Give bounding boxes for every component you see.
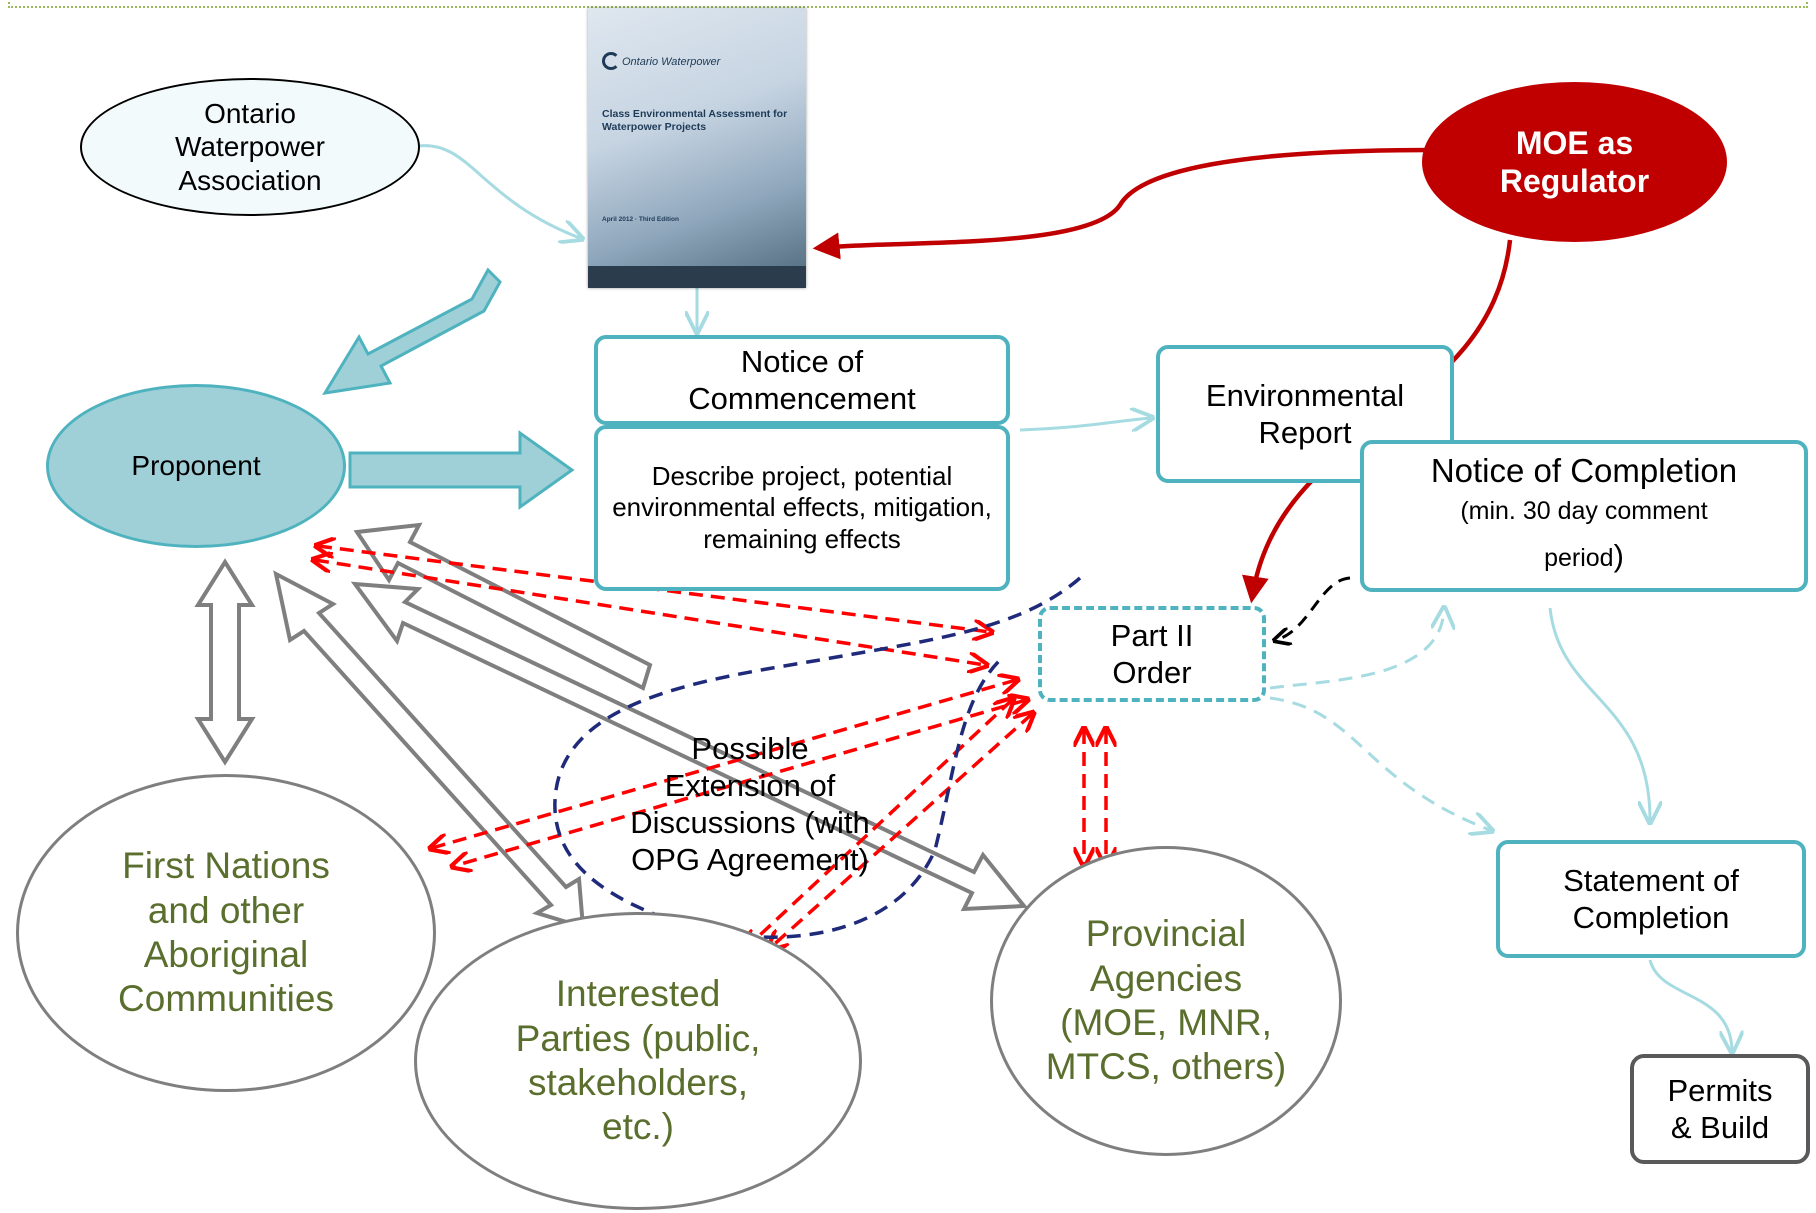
node-notice-of-commencement: Notice of Commencement <box>594 335 1010 425</box>
top-dotted-border <box>8 0 1808 8</box>
node-describe-project: Describe project, potential environmenta… <box>594 425 1010 591</box>
node-permits-build: Permits & Build <box>1630 1054 1810 1164</box>
link-owa-to-book <box>417 144 580 238</box>
cover-title: Class Environmental Assessment for Water… <box>602 108 788 134</box>
arrow-proponent-first-nations <box>194 558 256 766</box>
node-first-nations: First Nations and other Aboriginal Commu… <box>16 774 436 1092</box>
dash-part-ii-interested-b <box>770 714 1032 948</box>
link-completion-to-statement <box>1548 607 1650 820</box>
extension-dashed-outline <box>553 576 1082 939</box>
link-order-to-completion <box>1269 610 1444 690</box>
comment-period-text: (min. 30 day comment period <box>1460 497 1708 572</box>
cover-edition: April 2012 · Third Edition <box>602 216 679 223</box>
completion-to-part-ii <box>1276 576 1351 640</box>
closing-paren: ) <box>1613 538 1624 573</box>
red-dashed-arrows <box>315 546 1106 948</box>
notice-of-completion-note: (min. 30 day comment period) <box>1364 491 1804 581</box>
arrow-guide-to-proponent <box>322 267 502 395</box>
node-moe-regulator: MOE as Regulator <box>1422 82 1727 242</box>
class-ea-guide-cover: Ontario Waterpower Class Environmental A… <box>588 8 806 288</box>
arrow-proponent-to-notice <box>348 430 575 510</box>
node-possible-extension: Possible Extension of Discussions (with … <box>630 730 870 878</box>
notice-of-completion-title: Notice of Completion <box>1430 452 1738 490</box>
node-interested-parties: Interested Parties (public, stakeholders… <box>414 912 862 1210</box>
cover-logo-text: Ontario Waterpower <box>622 56 721 68</box>
node-ontario-waterpower-association: Ontario Waterpower Association <box>80 78 420 216</box>
regulator-to-guide <box>812 147 1431 260</box>
node-proponent: Proponent <box>46 384 346 548</box>
node-part-ii-order: Part II Order <box>1038 606 1266 702</box>
link-statement-to-permits <box>1648 959 1732 1050</box>
node-notice-of-completion: Notice of Completion (min. 30 day commen… <box>1360 440 1808 592</box>
link-order-to-statement <box>1269 696 1490 830</box>
owa-logo-icon <box>602 52 620 70</box>
link-notice-to-report <box>1019 418 1150 430</box>
node-provincial-agencies: Provincial Agencies (MOE, MNR, MTCS, oth… <box>990 846 1342 1156</box>
dash-proponent-part-ii-b <box>315 560 985 665</box>
cover-bottom-band <box>588 266 806 288</box>
node-statement-of-completion: Statement of Completion <box>1496 840 1806 958</box>
